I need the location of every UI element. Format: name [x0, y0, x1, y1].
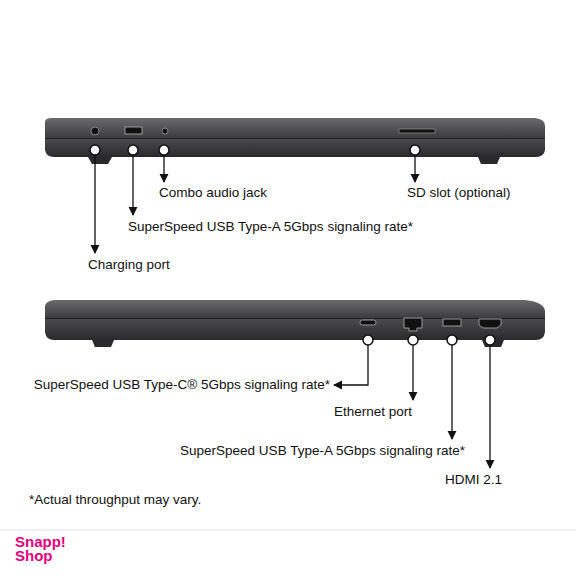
callout-label: SuperSpeed USB Type-A 5Gbps signaling ra…	[179, 443, 466, 459]
port-dots	[90, 145, 495, 345]
divider	[0, 530, 576, 531]
callout-label: Combo audio jack	[158, 185, 268, 201]
footnote: *Actual throughput may vary.	[28, 492, 202, 508]
callout-label: SuperSpeed USB Type-C® 5Gbps signaling r…	[33, 377, 331, 393]
callout-label: Charging port	[87, 257, 171, 273]
laptop-left-side	[45, 118, 545, 164]
callout-label: SuperSpeed USB Type-A 5Gbps signaling ra…	[127, 219, 414, 235]
laptop-right-side	[45, 300, 545, 347]
callout-label: SD slot (optional)	[406, 185, 512, 201]
callout-label: Ethernet port	[333, 404, 413, 420]
brand-logo: Snapp! Shop	[14, 535, 67, 563]
callout-label: HDMI 2.1	[444, 472, 503, 488]
